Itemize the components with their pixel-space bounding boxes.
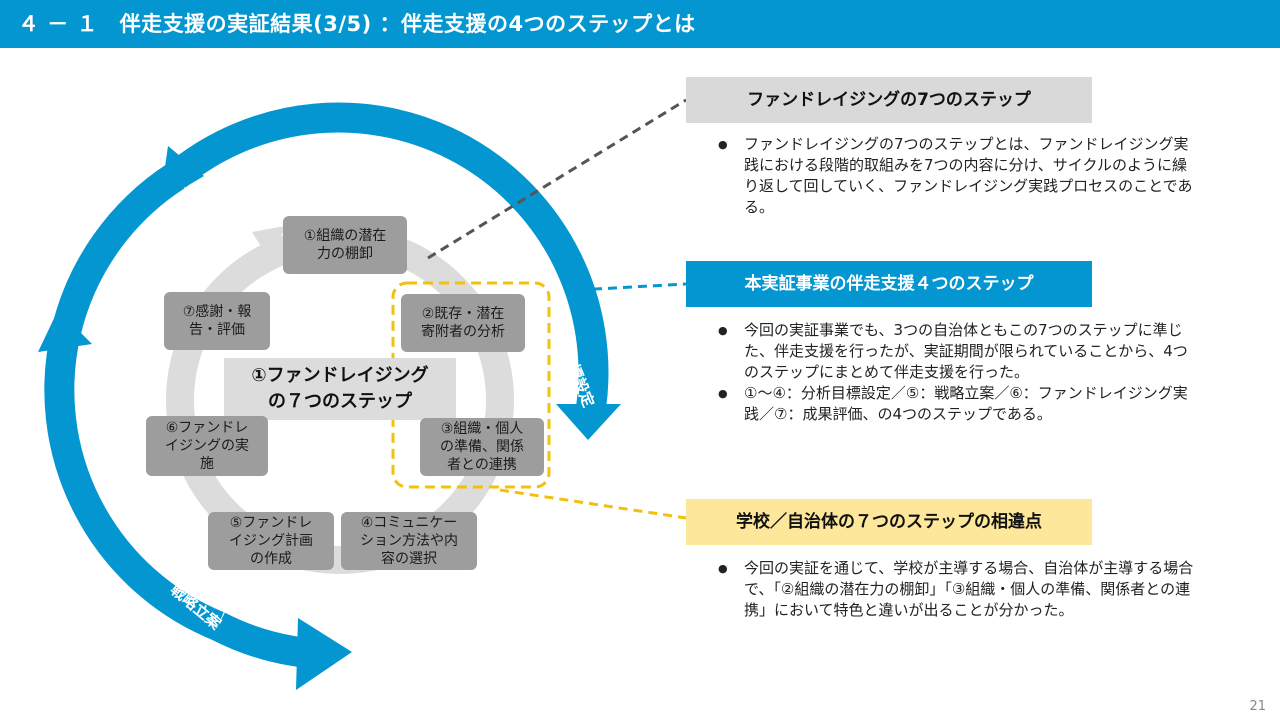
panel-1-heading: ファンドレイジングの7つのステップ <box>686 77 1092 123</box>
panel-3-heading: 学校／自治体の７つのステップの相違点 <box>686 499 1092 545</box>
step-1-label: ①組織の潜在 力の棚卸 <box>303 228 387 262</box>
panel-1-bullets: ファンドレイジングの7つのステップとは、ファンドレイジング実践における段階的取組… <box>710 134 1196 218</box>
step-7-box: ⑦感謝・報 告・評価 <box>164 292 270 350</box>
ring-label-practice: FR実践 <box>84 404 103 457</box>
header-bar: ４ － １ 伴走支援の実証結果(3/5) ：伴走支援の4つのステップとは <box>0 0 1280 48</box>
cycle-diagram <box>38 98 687 690</box>
step-7-label: ⑦感謝・報 告・評価 <box>182 304 252 338</box>
step-1-box: ①組織の潜在 力の棚卸 <box>283 216 407 274</box>
connector-line-1 <box>427 98 687 260</box>
inner-ring-arrowhead <box>252 226 285 264</box>
ring-arrowheads <box>38 146 621 690</box>
panel-3-bullet-1: 今回の実証を通じて、学校が主導する場合、自治体が主導する場合で、「②組織の潜在力… <box>710 558 1196 621</box>
ring-arc-evaluation <box>51 163 185 336</box>
step-4-box: ④コミュニケー ション方法や内 容の選択 <box>341 512 477 570</box>
step-4-label: ④コミュニケー ション方法や内 容の選択 <box>360 515 458 567</box>
panel-2-bullets: 今回の実証事業でも、3つの自治体ともこの7つのステップに準じた、伴走支援を行った… <box>710 320 1196 425</box>
connector-line-2 <box>577 282 687 292</box>
panel-2-bullet-2: ①～④：分析目標設定／⑤：戦略立案／⑥：ファンドレイジング実践／⑦：成果評価、の… <box>710 383 1196 425</box>
ring-arc-practice <box>44 328 224 640</box>
step-3-box: ③組織・個人 の準備、関係 者との連携 <box>420 418 544 476</box>
panel-2-bullet-1: 今回の実証事業でも、3つの自治体ともこの7つのステップに準じた、伴走支援を行った… <box>710 320 1196 383</box>
step-2-label: ②既存・潜在 寄附者の分析 <box>421 306 505 340</box>
arrowhead-practice <box>38 310 92 352</box>
connector-line-3 <box>499 488 687 520</box>
step-5-label: ⑤ファンドレ イジング計画 の作成 <box>229 515 313 567</box>
step-6-box: ⑥ファンドレ イジングの実 施 <box>146 416 268 476</box>
page-title: ４ － １ 伴走支援の実証結果(3/5) ：伴走支援の4つのステップとは <box>18 12 696 36</box>
arrowhead-analysis <box>556 404 621 440</box>
step-5-box: ⑤ファンドレ イジング計画 の作成 <box>208 512 334 570</box>
panel-3-bullets: 今回の実証を通じて、学校が主導する場合、自治体が主導する場合で、「②組織の潜在力… <box>710 558 1196 621</box>
panel-2-heading: 本実証事業の伴走支援４つのステップ <box>686 261 1092 307</box>
step-2-box: ②既存・潜在 寄附者の分析 <box>401 294 525 352</box>
center-label: ①ファンドレイジング の７つのステップ <box>224 358 456 420</box>
step-6-label: ⑥ファンドレ イジングの実 施 <box>165 420 249 472</box>
arrowhead-evaluation <box>160 146 204 202</box>
arrowhead-strategy <box>296 618 352 690</box>
panel-1-bullet-1: ファンドレイジングの7つのステップとは、ファンドレイジング実践における段階的取組… <box>710 134 1196 218</box>
page-number: 21 <box>1249 699 1266 714</box>
step-3-label: ③組織・個人 の準備、関係 者との連携 <box>440 421 524 473</box>
ring-arc-analysis <box>166 102 609 411</box>
